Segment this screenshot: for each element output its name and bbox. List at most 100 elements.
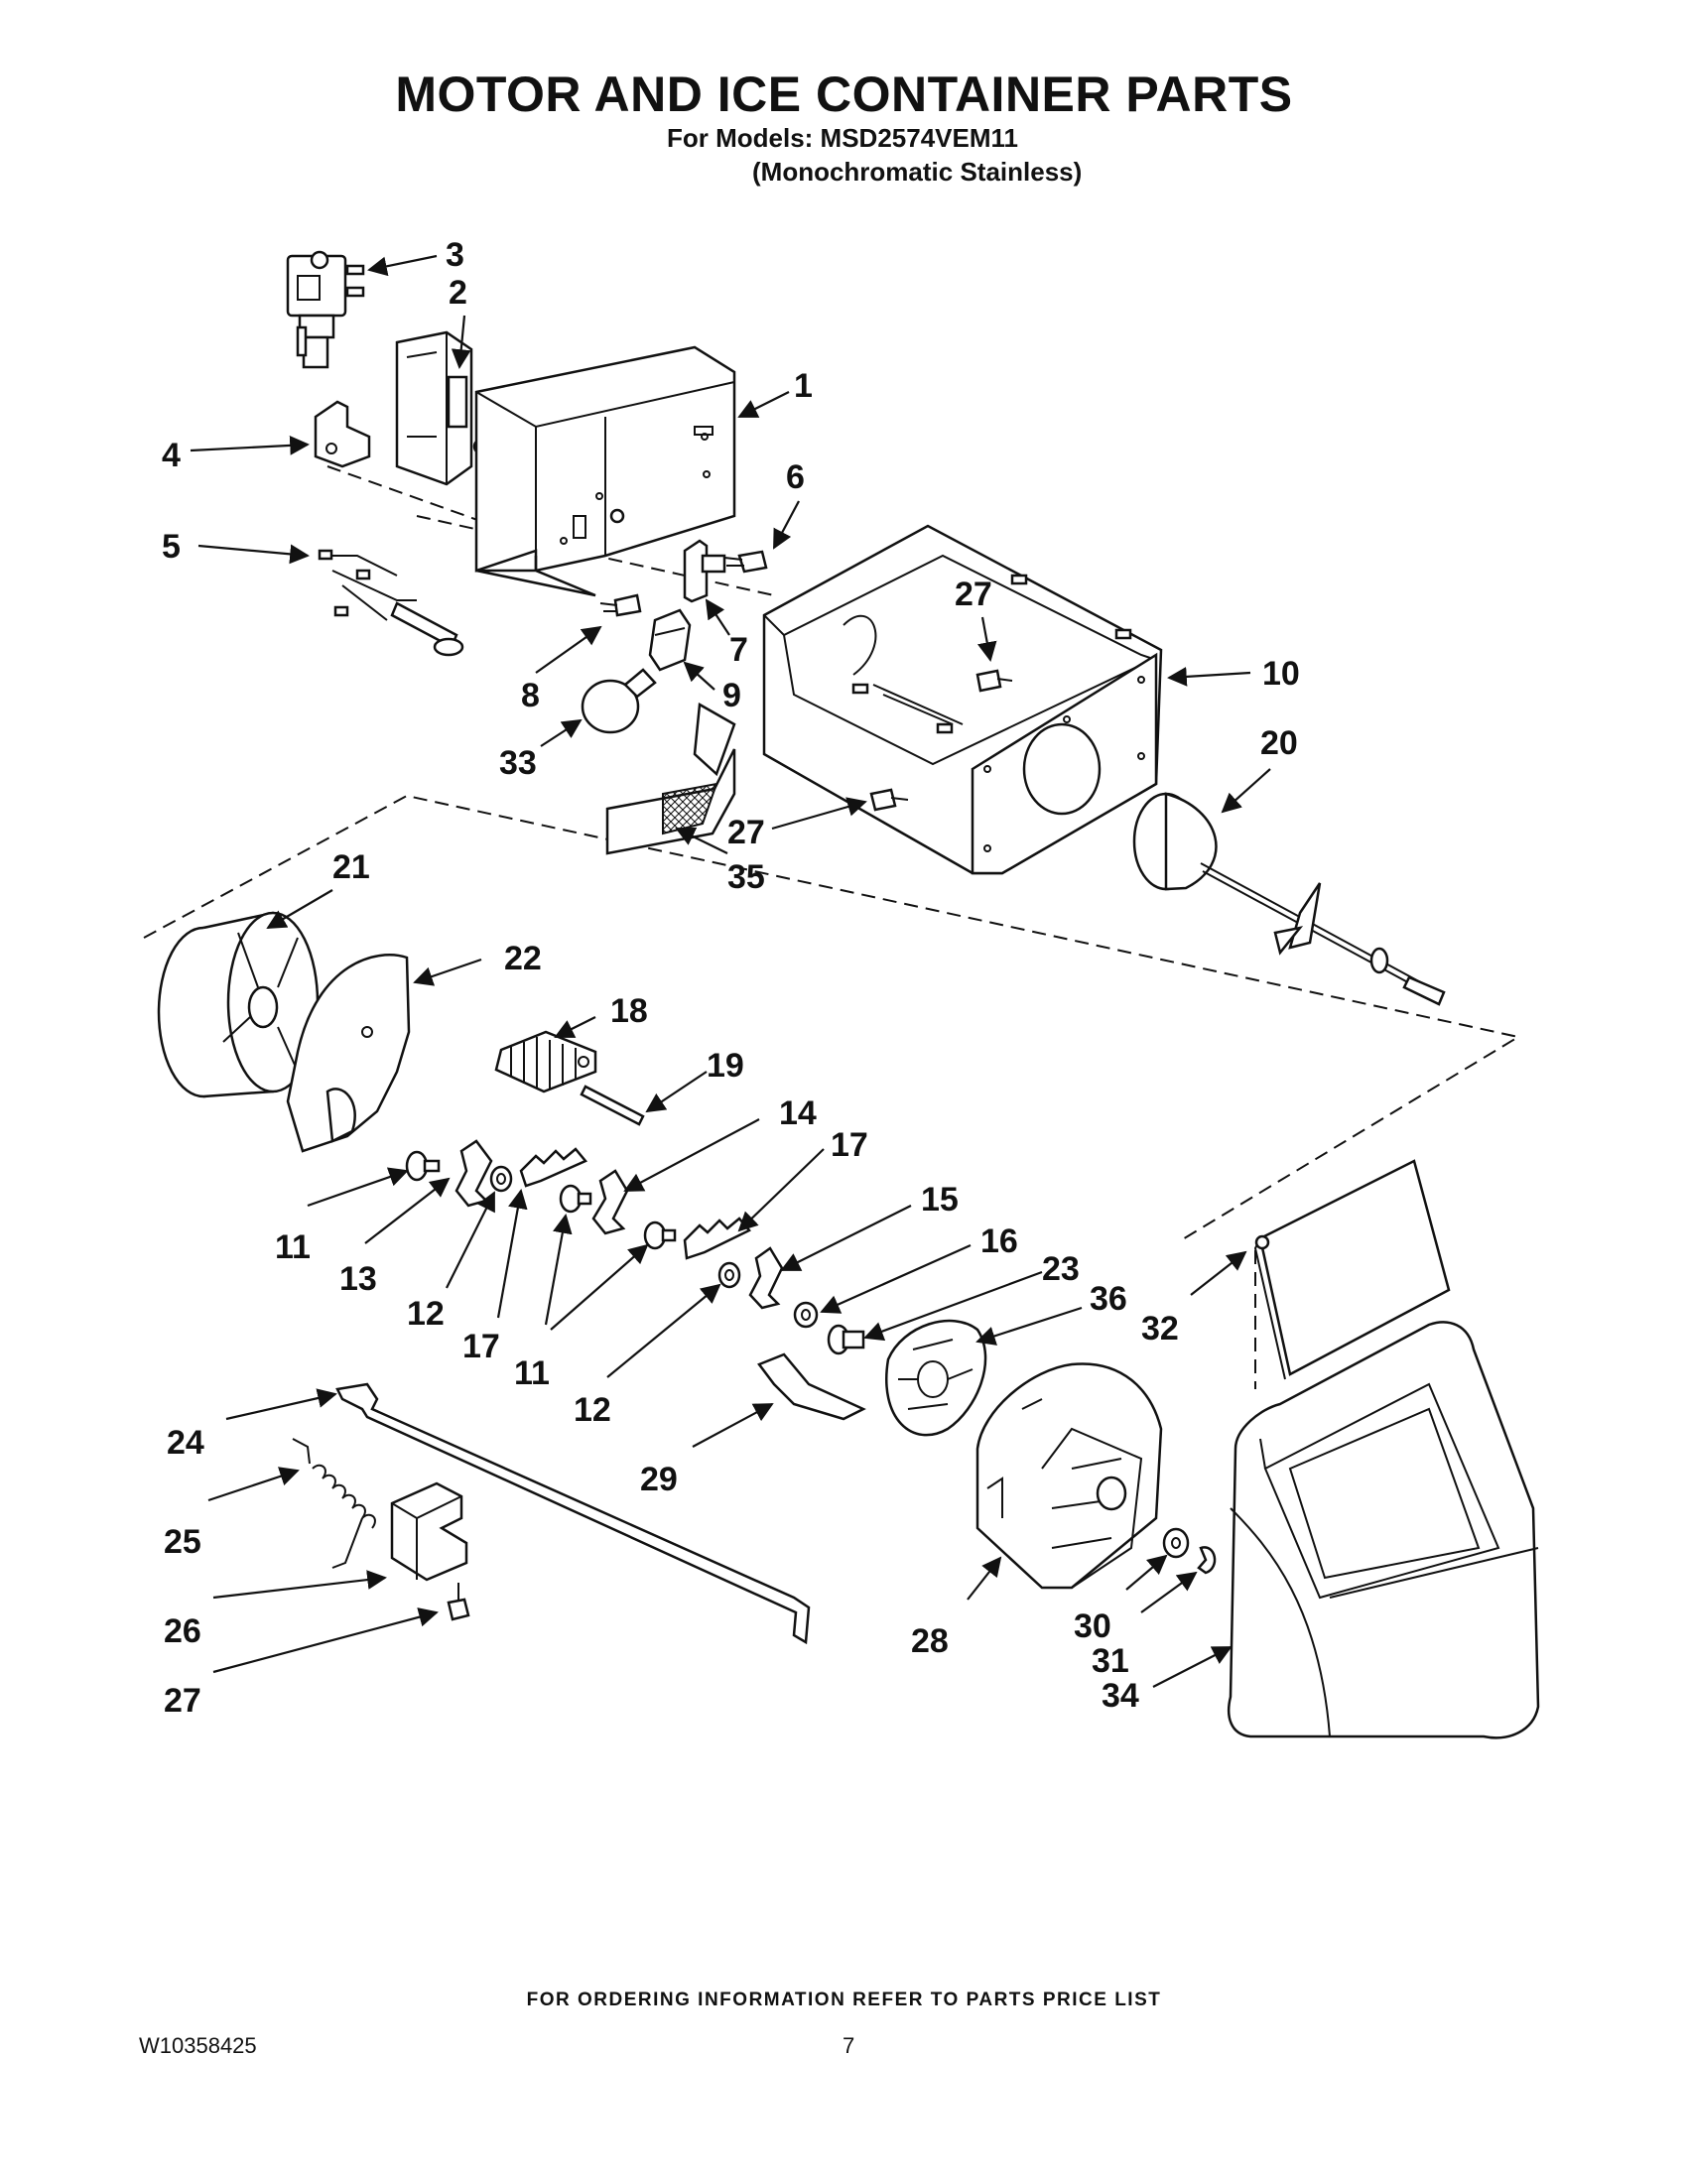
callout-13: 13 — [339, 1260, 377, 1298]
part-ice-container — [762, 524, 1163, 875]
part-switch-bracket — [683, 539, 726, 603]
part-door-flap — [1253, 1159, 1451, 1380]
part-spacer-11-b — [559, 1184, 592, 1214]
part-drum-cover — [286, 954, 411, 1153]
callout-19: 19 — [707, 1047, 744, 1085]
arrow-11-a — [307, 1167, 409, 1208]
callout-24: 24 — [167, 1424, 204, 1462]
callout-14: 14 — [779, 1094, 817, 1132]
arrow-24 — [225, 1388, 337, 1421]
callout-2: 2 — [449, 274, 467, 312]
callout-23: 23 — [1042, 1250, 1080, 1288]
callout-27-lower: 27 — [164, 1682, 201, 1720]
arrow-29 — [692, 1403, 774, 1448]
part-screw-6 — [723, 550, 768, 574]
callout-22: 22 — [504, 940, 542, 977]
arrow-31 — [1140, 1571, 1198, 1613]
part-screw-27-upper — [975, 669, 1013, 693]
arrow-14 — [623, 1118, 760, 1192]
callout-17-b: 17 — [831, 1126, 868, 1164]
callout-4: 4 — [162, 437, 181, 474]
part-light-bulb — [581, 668, 657, 734]
callout-34: 33 — [499, 744, 537, 782]
part-harness — [318, 549, 464, 657]
arrow-2 — [451, 315, 471, 369]
part-lamp-socket — [648, 608, 692, 672]
arrow-27-lower — [212, 1607, 439, 1674]
arrow-8 — [535, 625, 602, 674]
callout-3: 3 — [446, 236, 464, 274]
arrow-6 — [773, 500, 800, 550]
arrow-23 — [863, 1270, 1043, 1342]
arrow-26 — [212, 1570, 387, 1600]
part-spacer-23 — [827, 1324, 865, 1355]
arrow-28 — [967, 1556, 1002, 1601]
callout-30: 30 — [1074, 1607, 1111, 1645]
arrow-3 — [367, 254, 438, 277]
part-clip-31 — [1197, 1546, 1217, 1575]
arrow-13 — [364, 1177, 451, 1244]
callout-12-a: 12 — [407, 1295, 445, 1333]
arrow-5 — [197, 544, 310, 565]
callout-12-b: 12 — [574, 1391, 611, 1429]
part-blade-13 — [454, 1139, 493, 1208]
callout-18: 18 — [610, 992, 648, 1030]
part-crusher-housing — [975, 1362, 1163, 1590]
part-ice-crusher-drum — [157, 911, 320, 1098]
part-auger-assembly — [1132, 792, 1446, 1006]
arrow-12-a — [446, 1191, 495, 1289]
page-title: MOTOR AND ICE CONTAINER PARTS — [395, 66, 1293, 122]
part-washer-12-a — [489, 1165, 513, 1193]
callout-25: 25 — [164, 1523, 201, 1561]
arrow-22 — [413, 958, 482, 986]
callout-11-a: 11 — [275, 1228, 311, 1266]
ordering-note: FOR ORDERING INFORMATION REFER TO PARTS … — [526, 1990, 1162, 2010]
part-auger-motor — [395, 330, 490, 486]
callout-6: 6 — [786, 458, 805, 496]
arrow-19 — [645, 1071, 708, 1113]
arrow-18 — [554, 1016, 596, 1038]
part-wire-rod — [335, 1382, 811, 1645]
callout-35: 35 — [727, 858, 765, 896]
callout-1: 1 — [794, 367, 813, 405]
callout-10: 10 — [1262, 655, 1300, 693]
part-spring — [292, 1438, 376, 1569]
callout-28: 28 — [911, 1622, 949, 1660]
callout-11-b: 11 — [514, 1354, 550, 1392]
part-deflector — [757, 1352, 866, 1421]
arrow-34 — [540, 718, 583, 747]
callout-32: 34 — [1102, 1677, 1139, 1715]
arrow-33 — [1190, 1250, 1247, 1296]
document-number: W10358425 — [139, 2033, 257, 2058]
callout-31: 31 — [1092, 1642, 1129, 1680]
part-bearing-plate — [885, 1319, 987, 1437]
callout-20: 20 — [1260, 724, 1298, 762]
arrow-15 — [780, 1205, 912, 1271]
callout-15: 15 — [921, 1181, 959, 1219]
part-screw-27-lower — [447, 1583, 470, 1621]
arrow-10 — [1167, 667, 1251, 687]
arrow-36 — [975, 1306, 1083, 1346]
callout-27-middle: 27 — [727, 814, 765, 851]
part-shaft — [580, 1085, 645, 1126]
arrow-11-b — [544, 1214, 573, 1326]
part-solenoid — [286, 250, 365, 369]
part-washer-16 — [793, 1301, 819, 1329]
arrow-27-middle — [771, 797, 867, 831]
part-bracket — [314, 400, 371, 468]
part-blade-17-b — [683, 1217, 751, 1260]
arrow-27-upper — [977, 616, 997, 662]
arrow-35 — [675, 827, 728, 854]
arrow-12-b — [606, 1283, 721, 1378]
callout-17-a: 17 — [462, 1328, 500, 1365]
arrow-17-b — [737, 1148, 825, 1232]
arrow-20 — [1221, 768, 1271, 814]
part-spacer-11-a — [405, 1150, 441, 1182]
part-washer-30 — [1162, 1527, 1190, 1559]
callout-26: 26 — [164, 1612, 201, 1650]
part-screw-27-middle — [869, 788, 909, 812]
part-washer-12-b — [717, 1261, 741, 1289]
part-bracket-26 — [390, 1481, 468, 1582]
callout-36: 36 — [1090, 1280, 1127, 1318]
callout-33: 32 — [1141, 1310, 1179, 1348]
